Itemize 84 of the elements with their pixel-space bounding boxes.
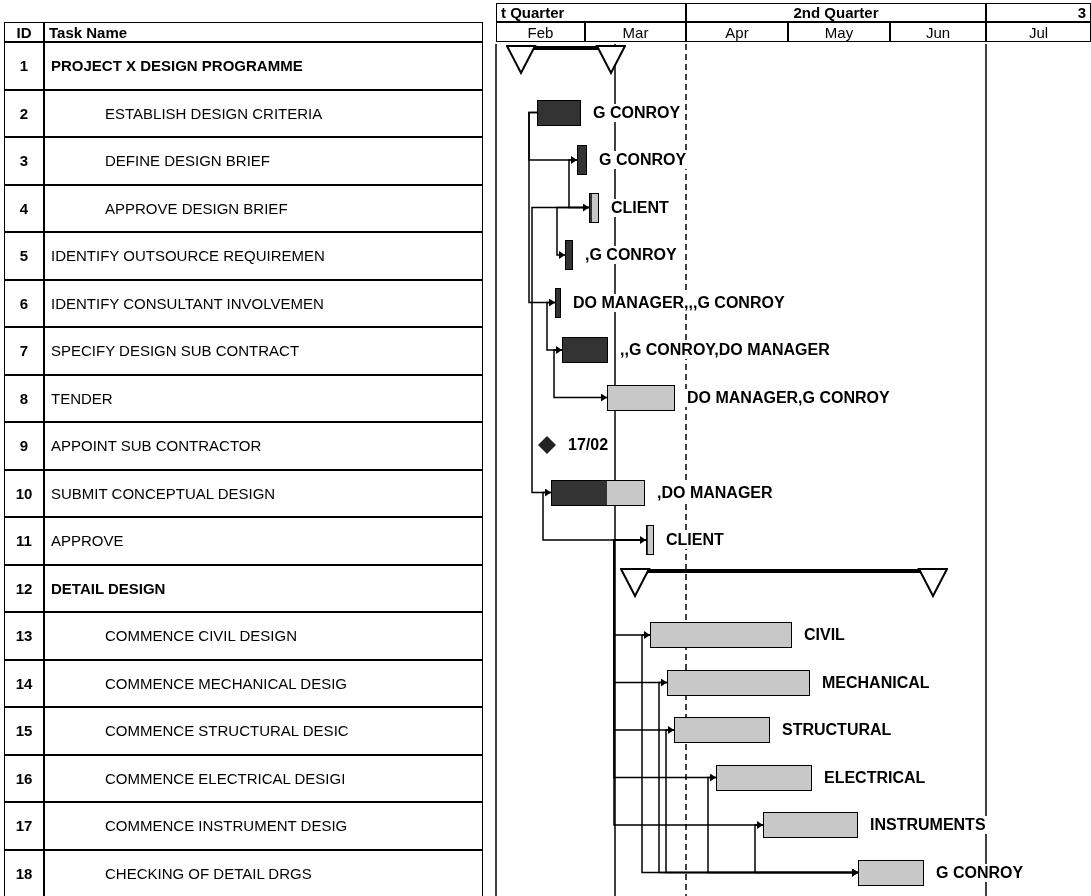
milestone-diamond xyxy=(538,436,556,454)
quarter-label: 3 xyxy=(986,3,1091,22)
task-name: CHECKING OF DETAIL DRGS xyxy=(44,849,483,896)
resource-label: ,,G CONROY,DO MANAGER xyxy=(618,341,832,359)
task-id: 7 xyxy=(4,327,44,375)
task-bar xyxy=(763,812,858,838)
task-name: COMMENCE CIVIL DESIGN xyxy=(44,612,483,660)
task-name: COMMENCE INSTRUMENT DESIG xyxy=(44,802,483,850)
month-label: Apr xyxy=(686,22,788,42)
task-id: 13 xyxy=(4,612,44,660)
dependency-arrow xyxy=(542,491,647,544)
task-bar xyxy=(537,99,581,126)
task-bar xyxy=(650,622,792,648)
quarter-label: t Quarter xyxy=(496,3,686,22)
task-bar xyxy=(562,337,608,363)
task-id: 4 xyxy=(4,184,44,232)
resource-label: INSTRUMENTS xyxy=(868,816,988,834)
task-name: APPOINT SUB CONTRACTOR xyxy=(44,422,483,470)
month-label: Feb xyxy=(496,22,585,42)
dependency-arrow xyxy=(528,111,556,307)
dependency-arrow xyxy=(546,301,563,354)
task-bar xyxy=(551,479,645,506)
resource-label: CLIENT xyxy=(664,531,726,549)
resource-label: G CONROY xyxy=(591,103,683,122)
task-name: COMMENCE ELECTRICAL DESIGI xyxy=(44,754,483,802)
resource-label: G CONROY xyxy=(597,151,689,169)
task-name: PROJECT X DESIGN PROGRAMME xyxy=(44,42,483,90)
column-header: Task Name xyxy=(44,22,483,42)
quarter-label: 2nd Quarter xyxy=(686,3,986,22)
task-id: 18 xyxy=(4,849,44,896)
task-name: DEFINE DESIGN BRIEF xyxy=(44,137,483,185)
task-id: 12 xyxy=(4,564,44,612)
dependency-arrow xyxy=(553,349,608,402)
task-name: APPROVE xyxy=(44,517,483,565)
task-bar xyxy=(555,287,561,318)
resource-label: CLIENT xyxy=(609,198,671,217)
task-bar xyxy=(589,192,599,223)
task-name: TENDER xyxy=(44,374,483,422)
task-id: 17 xyxy=(4,802,44,850)
resource-label: ,G CONROY xyxy=(583,246,679,264)
task-id: 8 xyxy=(4,374,44,422)
summary-bar xyxy=(506,45,626,75)
task-id: 15 xyxy=(4,707,44,755)
task-bar xyxy=(646,525,654,555)
task-name: APPROVE DESIGN BRIEF xyxy=(44,184,483,232)
task-bar xyxy=(858,859,924,886)
task-id: 1 xyxy=(4,42,44,90)
task-name: IDENTIFY CONSULTANT INVOLVEMEN xyxy=(44,279,483,327)
task-name: COMMENCE MECHANICAL DESIG xyxy=(44,659,483,707)
task-id: 6 xyxy=(4,279,44,327)
task-id: 9 xyxy=(4,422,44,470)
task-name: ESTABLISH DESIGN CRITERIA xyxy=(44,89,483,137)
dependency-arrow xyxy=(613,539,764,829)
task-bar xyxy=(565,240,573,270)
dependency-arrow xyxy=(531,206,590,497)
column-header: ID xyxy=(4,22,44,42)
task-name: DETAIL DESIGN xyxy=(44,564,483,612)
month-label: Mar xyxy=(585,22,686,42)
resource-label: DO MANAGER,,,G CONROY xyxy=(571,293,787,312)
task-name: SPECIFY DESIGN SUB CONTRACT xyxy=(44,327,483,375)
task-id: 11 xyxy=(4,517,44,565)
task-bar xyxy=(667,669,810,696)
month-label: Jun xyxy=(890,22,986,42)
task-id: 16 xyxy=(4,754,44,802)
task-name: COMMENCE STRUCTURAL DESIC xyxy=(44,707,483,755)
summary-bar xyxy=(620,567,948,598)
task-id: 2 xyxy=(4,89,44,137)
resource-label: DO MANAGER,G CONROY xyxy=(685,388,892,407)
task-name: SUBMIT CONCEPTUAL DESIGN xyxy=(44,469,483,517)
resource-label: G CONROY xyxy=(934,863,1026,882)
month-label: Jul xyxy=(986,22,1091,42)
task-bar xyxy=(716,764,812,791)
task-bar xyxy=(674,717,770,743)
month-label: May xyxy=(788,22,890,42)
task-bar xyxy=(577,145,587,175)
task-id: 5 xyxy=(4,232,44,280)
task-id: 3 xyxy=(4,137,44,185)
task-id: 10 xyxy=(4,469,44,517)
task-name: IDENTIFY OUTSOURCE REQUIREMEN xyxy=(44,232,483,280)
dependency-arrow xyxy=(568,159,590,212)
task-id: 14 xyxy=(4,659,44,707)
dependency-arrow xyxy=(754,824,859,877)
resource-label: ,DO MANAGER xyxy=(655,483,775,502)
task-bar xyxy=(607,384,675,411)
